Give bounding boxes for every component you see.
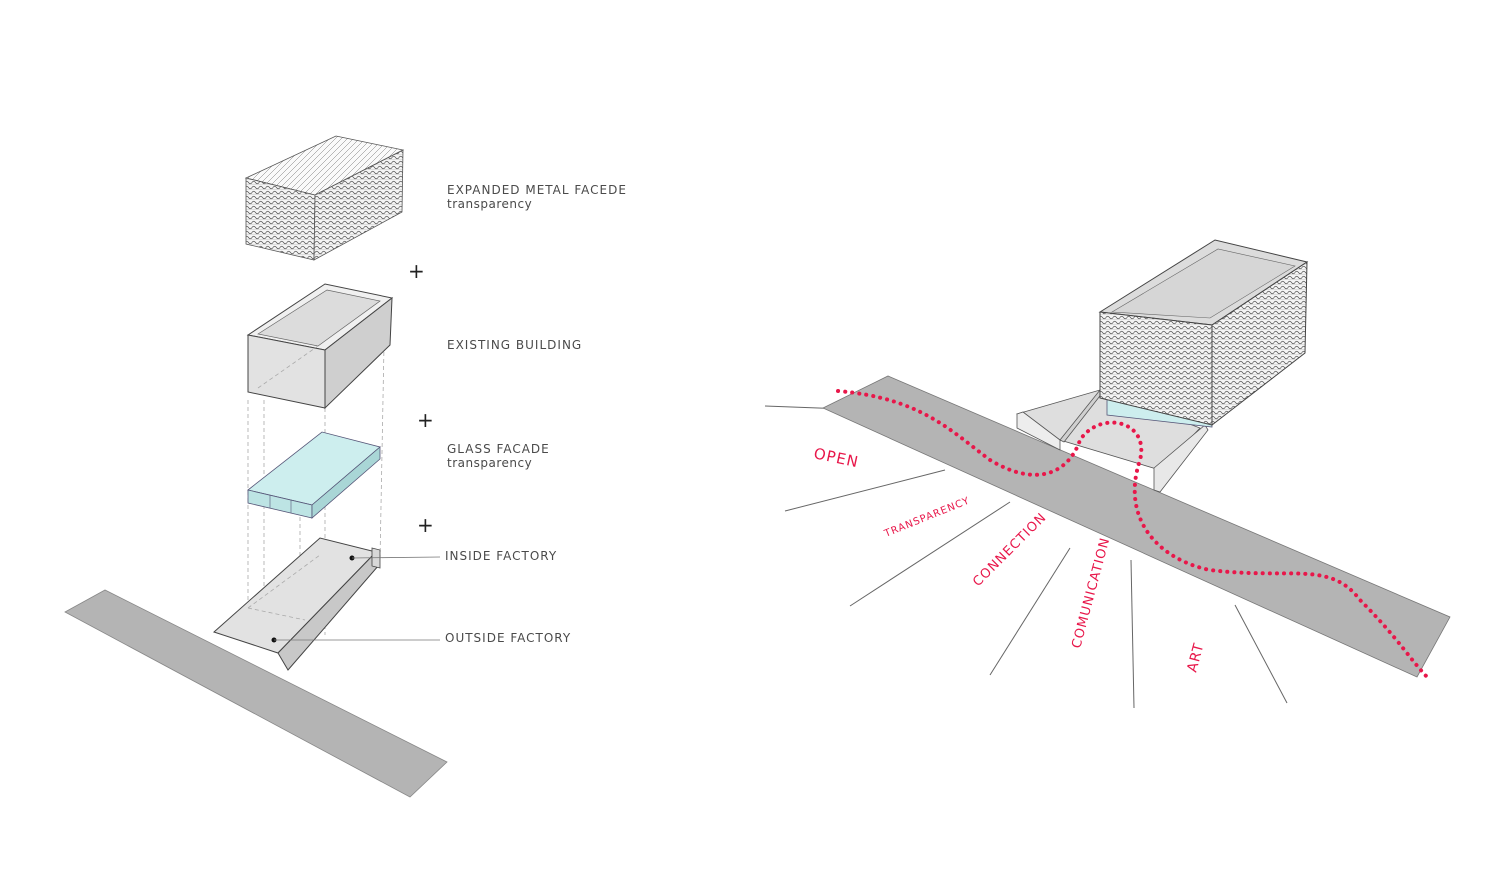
label-inside-factory: INSIDE FACTORY — [445, 549, 557, 563]
keyword-comunication: COMUNICATION — [1069, 536, 1113, 650]
glass-facade-slab — [247, 431, 381, 519]
street-strip — [64, 589, 448, 798]
plus-sign-3: + — [417, 513, 434, 537]
concept-diagram: OPEN TRANSPARENCY CONNECTION COMUNICATIO… — [764, 239, 1451, 709]
callout-leaders — [271, 555, 441, 643]
exploded-diagram: + + + EXPANDED METAL FACEDE transparency… — [64, 135, 627, 798]
plus-sign-2: + — [417, 408, 434, 432]
mesh-building — [1098, 239, 1309, 427]
site-walls — [1016, 389, 1209, 493]
label-outside-factory: OUTSIDE FACTORY — [445, 631, 571, 645]
label-glass-facade-sub: transparency — [447, 456, 532, 470]
factory-base — [213, 537, 381, 671]
keyword-connection: CONNECTION — [970, 510, 1050, 590]
keyword-transparency: TRANSPARENCY — [882, 495, 972, 540]
metal-facade-box — [244, 135, 405, 261]
keyword-rays — [764, 405, 1288, 709]
label-existing-building: EXISTING BUILDING — [447, 338, 582, 352]
label-glass-facade: GLASS FACADE — [447, 442, 550, 456]
label-metal-facade-sub: transparency — [447, 197, 532, 211]
plus-sign-1: + — [408, 259, 425, 283]
keyword-open: OPEN — [812, 444, 860, 471]
keyword-art: ART — [1184, 641, 1207, 674]
existing-building-box — [246, 283, 394, 410]
label-metal-facade: EXPANDED METAL FACEDE — [447, 183, 627, 197]
